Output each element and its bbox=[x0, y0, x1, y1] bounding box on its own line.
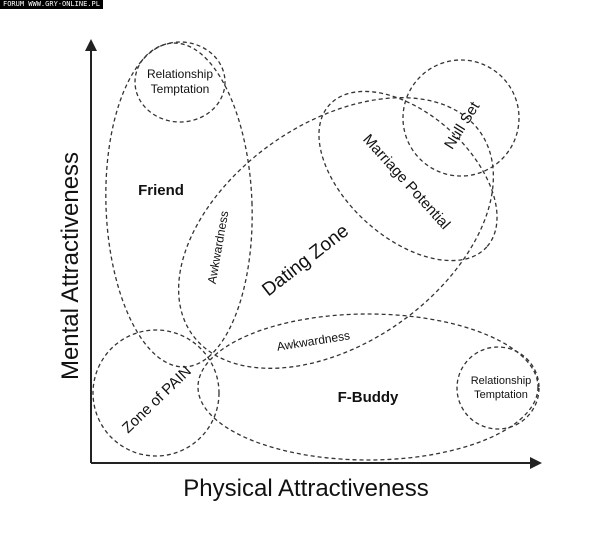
marriage-potential-label: Marriage Potential bbox=[359, 131, 453, 233]
relationship-temptation-right-label-line1: Relationship bbox=[471, 375, 532, 387]
zone-of-pain-circle bbox=[92, 329, 220, 457]
f-buddy-label: F-Buddy bbox=[338, 389, 399, 406]
friend-label: Friend bbox=[138, 182, 184, 199]
relationship-temptation-top-label-line2: Temptation bbox=[151, 82, 210, 96]
dating-zone-label: Dating Zone bbox=[258, 221, 353, 301]
relationship-temptation-top-label-line1: Relationship bbox=[147, 67, 213, 81]
f-buddy-ellipse bbox=[197, 313, 539, 461]
relationship-temptation-right-circle bbox=[456, 346, 540, 430]
awkwardness-vertical-label: Awkwardness bbox=[205, 210, 232, 285]
null-set-label: Null Set bbox=[441, 98, 484, 152]
y-axis-label: Mental Attractiveness bbox=[57, 152, 84, 380]
x-axis-label: Physical Attractiveness bbox=[183, 475, 428, 502]
awkwardness-horizontal-label: Awkwardness bbox=[276, 328, 351, 353]
watermark: FORUM WWW.GRY-ONLINE.PL bbox=[0, 0, 103, 9]
null-set-circle bbox=[402, 59, 520, 177]
zone-of-pain-label: Zone of PAIN bbox=[119, 363, 195, 437]
dating-zone-ellipse bbox=[177, 97, 495, 369]
relationship-temptation-right-label-line2: Temptation bbox=[474, 389, 528, 401]
friend-ellipse bbox=[105, 42, 253, 368]
marriage-potential-ellipse bbox=[318, 90, 498, 262]
relationship-temptation-top-circle bbox=[134, 41, 226, 123]
